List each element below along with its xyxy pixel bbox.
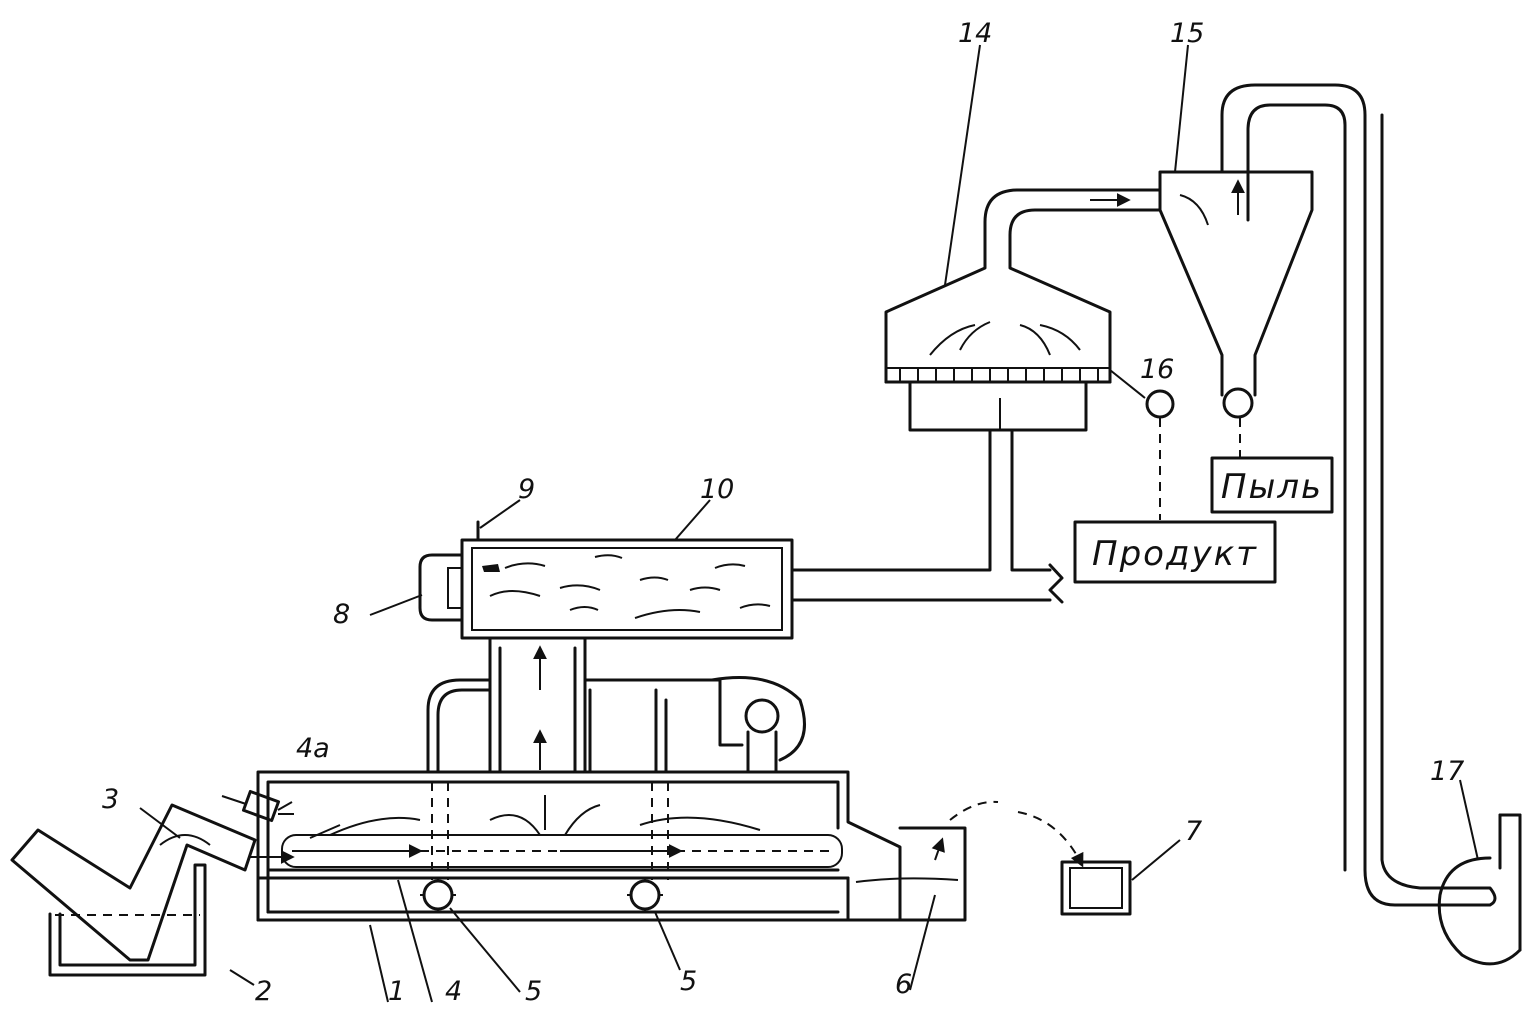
riser-column: [488, 636, 587, 774]
product-box-label: Продукт: [1092, 534, 1258, 574]
label-2: 2: [255, 976, 272, 1007]
label-5-right: 5: [680, 966, 697, 997]
drum-exhaust-duct: [790, 428, 1064, 604]
product-receiver: [1060, 860, 1132, 916]
label-4: 4: [445, 976, 462, 1007]
discharge-tank: [846, 800, 1084, 922]
cyclone: [1158, 170, 1314, 458]
dryer-chamber: [256, 770, 902, 922]
label-4a: 4a: [296, 733, 330, 764]
label-7: 7: [1185, 816, 1202, 847]
label-3: 3: [102, 784, 119, 815]
feed-chute: [10, 803, 257, 962]
belt-rollers: [420, 877, 663, 913]
burner: [221, 789, 294, 823]
separator-valve: [1109, 369, 1175, 520]
drum-dryer: [418, 520, 794, 640]
label-8: 8: [333, 599, 350, 630]
spray-nozzles: [329, 795, 761, 836]
label-17: 17: [1430, 756, 1464, 787]
label-14: 14: [958, 18, 992, 49]
label-10: 10: [700, 474, 734, 505]
label-5-left: 5: [525, 976, 542, 1007]
conveyor-belt: [250, 834, 843, 868]
exhaust-fan: [1437, 813, 1522, 966]
label-1: 1: [388, 976, 405, 1007]
dust-box: Пыль: [1210, 456, 1334, 514]
label-15: 15: [1170, 18, 1204, 49]
separator: [884, 188, 1162, 432]
label-9: 9: [518, 474, 535, 505]
leader-lines: [139, 44, 1479, 1003]
cold-air-ducts: [431, 782, 669, 880]
product-box: Продукт: [1073, 520, 1277, 584]
dust-box-label: Пыль: [1221, 467, 1323, 507]
circulation-duct: [426, 676, 806, 774]
label-16: 16: [1140, 354, 1174, 385]
exhaust-duct: [1220, 83, 1497, 907]
label-6: 6: [895, 969, 912, 1000]
